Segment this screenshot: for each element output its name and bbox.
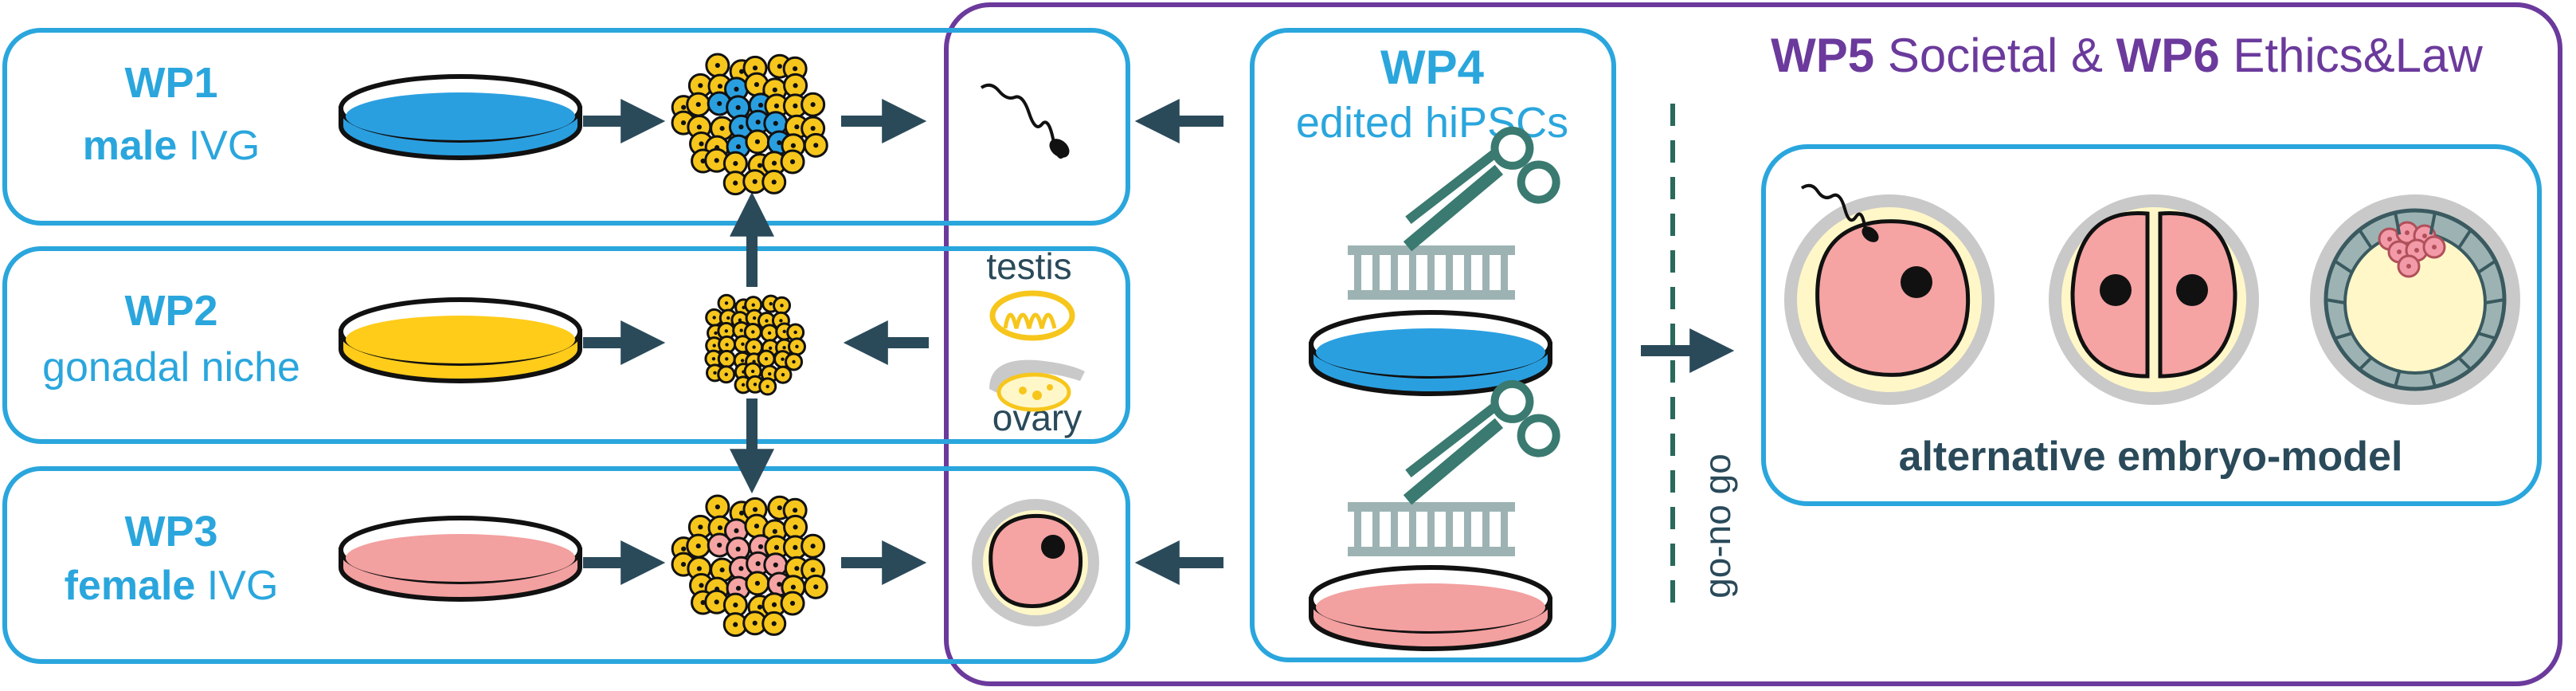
- testis-label: testis: [986, 245, 1071, 287]
- embryo-icon: [2310, 194, 2520, 405]
- embryo-model-label: alternative embryo-model: [1899, 434, 2403, 480]
- arrows: [583, 99, 1735, 585]
- cell-aggregate-icon: [671, 494, 828, 638]
- gonogo-label: go-no go: [1697, 453, 1738, 599]
- testis-icon: [989, 290, 1075, 341]
- dna-ladder-icon: [1348, 502, 1515, 556]
- scissors-icon: [1403, 379, 1560, 505]
- embryo-icon: [2049, 194, 2259, 405]
- wp4-title: WP4: [1380, 41, 1485, 94]
- petri-dishes: [339, 74, 1552, 651]
- embryo-icon: [1784, 183, 1995, 405]
- inner-cell-mass: [2378, 221, 2446, 278]
- cell-aggregate-icon: [704, 293, 806, 396]
- wp3-title: WP3: [124, 508, 217, 556]
- wp3-box: [2, 466, 1130, 664]
- petri-dish-icon: [339, 74, 582, 160]
- wp1-box: [2, 28, 1130, 226]
- petri-dish-icon: [339, 516, 582, 602]
- oocyte-icon: [972, 499, 1099, 626]
- wp3-subtitle: female IVG: [65, 563, 279, 609]
- wp2-title: WP2: [124, 287, 217, 335]
- scissors-icon: [1403, 126, 1560, 252]
- wp2-subtitle: gonadal niche: [42, 344, 300, 391]
- wp1-subtitle: male IVG: [83, 123, 260, 169]
- sperm-icon: [980, 83, 1070, 159]
- petri-dish-icon: [1309, 565, 1552, 651]
- wp56-title: WP5 Societal & WP6 Ethics&Law: [1771, 29, 2483, 82]
- cell-aggregate-icon: [671, 53, 828, 196]
- embryo-model-box: [1761, 144, 2542, 506]
- petri-dish-icon: [1309, 310, 1552, 396]
- petri-dish-icon: [339, 297, 582, 383]
- wp56-frame: [944, 2, 2562, 686]
- wp1-title: WP1: [124, 59, 217, 107]
- dna-ladder-icon: [1348, 245, 1515, 300]
- ovary-icon: [989, 359, 1085, 412]
- wp4-box: [1250, 28, 1616, 662]
- wp2-box: [2, 246, 1130, 444]
